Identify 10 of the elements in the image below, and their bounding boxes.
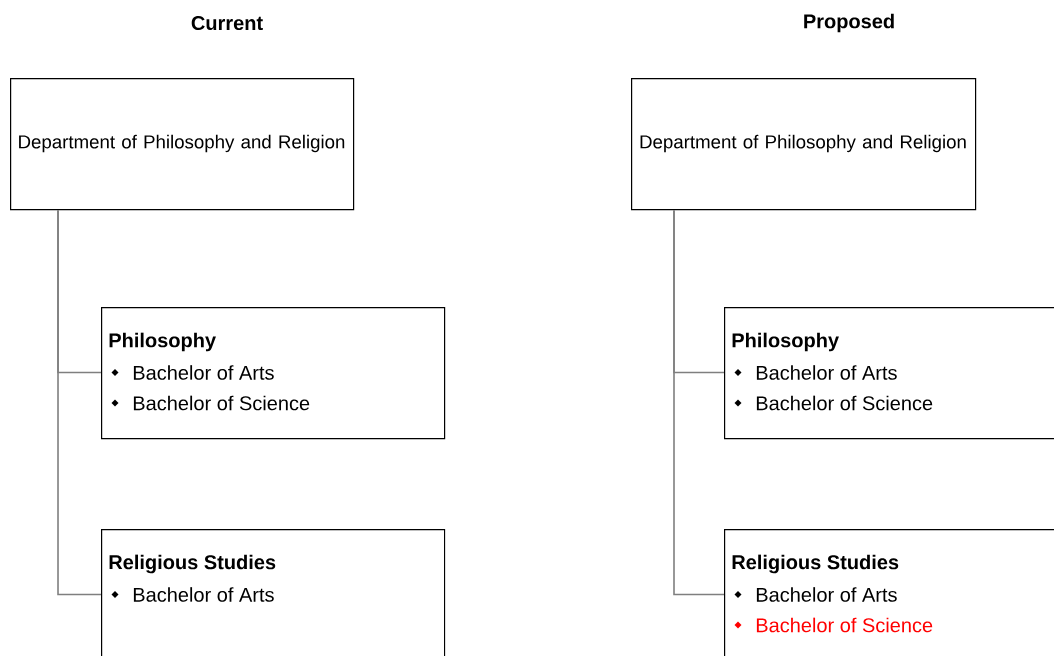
program-box: Religious Studies Bachelor of Arts Bachelor of Science xyxy=(724,529,1054,656)
connector-line xyxy=(673,209,725,596)
department-box: Department of Philosophy and Religion xyxy=(10,78,355,211)
program-box: Religious Studies Bachelor of Arts xyxy=(101,529,446,656)
department-box: Department of Philosophy and Religion xyxy=(631,78,977,211)
connector-line xyxy=(57,209,102,596)
column-heading: Proposed xyxy=(804,13,894,33)
program-box: Philosophy Bachelor of Arts Bachelor of Science xyxy=(724,307,1054,440)
column-heading: Current xyxy=(191,15,263,31)
program-box: Philosophy Bachelor of Arts Bachelor of Science xyxy=(101,307,446,440)
